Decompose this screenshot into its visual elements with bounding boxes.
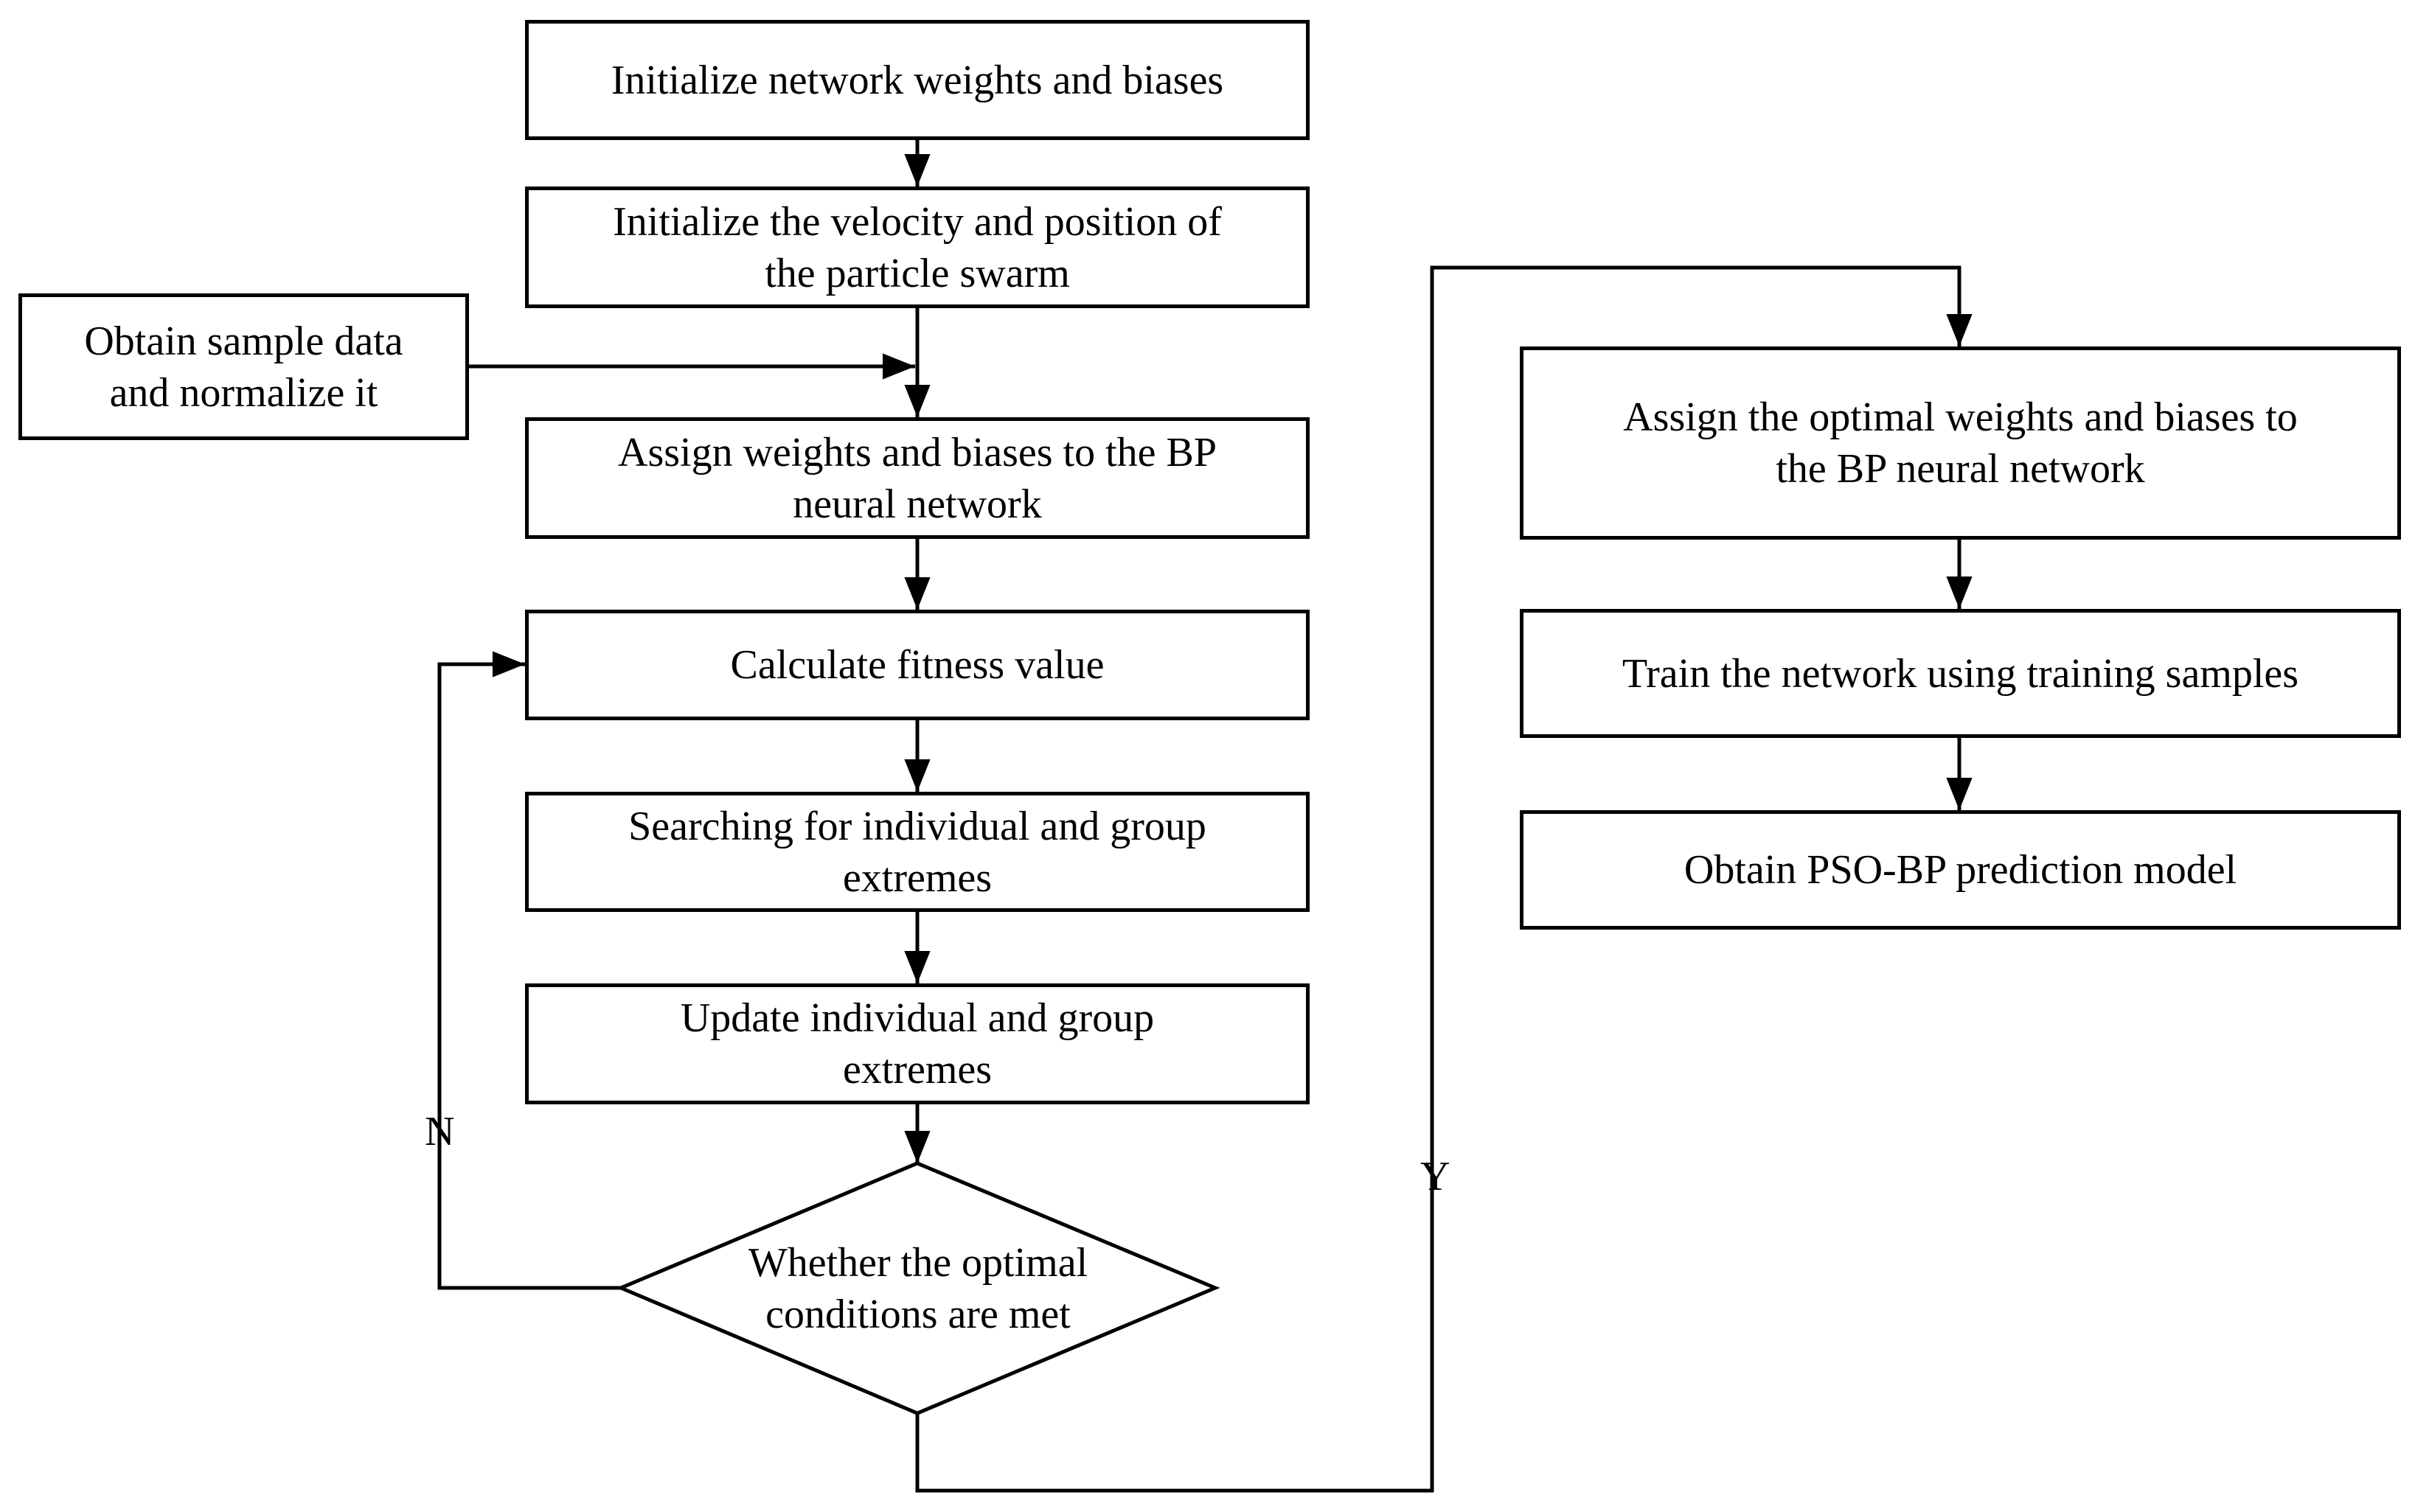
node-initialize-velocity: Initialize the velocity and position of … (525, 187, 1310, 308)
node-train-network-label: Train the network using training samples (1622, 650, 2299, 697)
node-initialize-weights-label: Initialize network weights and biases (611, 57, 1224, 103)
node-obtain-model-label: Obtain PSO-BP prediction model (1683, 847, 2237, 893)
node-search-extremes: Searching for individual and group extre… (525, 792, 1310, 912)
branch-label-yes: Y (1420, 1154, 1450, 1199)
node-search-extremes-label: Searching for individual and group extre… (628, 803, 1206, 901)
node-assign-optimal-label: Assign the optimal weights and biases to… (1623, 394, 2298, 492)
node-update-extremes-label: Update individual and group extremes (680, 995, 1155, 1093)
node-obtain-sample: Obtain sample data and normalize it (18, 293, 469, 440)
decision-diamond (616, 1161, 1220, 1415)
node-calculate-fitness: Calculate fitness value (525, 610, 1310, 720)
arrow-yes-path (915, 265, 1973, 1493)
node-train-network: Train the network using training samples (1520, 609, 2401, 738)
decision-label: Whether the optimal conditions are met (748, 1240, 1088, 1337)
arrow-no-loop (437, 651, 621, 1290)
node-assign-weights: Assign weights and biases to the BP neur… (525, 417, 1310, 539)
node-calculate-fitness-label: Calculate fitness value (730, 642, 1105, 688)
node-initialize-weights: Initialize network weights and biases (525, 20, 1310, 140)
branch-label-no: N (425, 1109, 455, 1154)
node-assign-optimal: Assign the optimal weights and biases to… (1520, 346, 2401, 540)
node-assign-weights-label: Assign weights and biases to the BP neur… (618, 429, 1217, 527)
node-obtain-sample-label: Obtain sample data and normalize it (84, 318, 403, 416)
node-initialize-velocity-label: Initialize the velocity and position of … (613, 198, 1222, 296)
node-obtain-model: Obtain PSO-BP prediction model (1520, 810, 2401, 930)
node-update-extremes: Update individual and group extremes (525, 983, 1310, 1104)
